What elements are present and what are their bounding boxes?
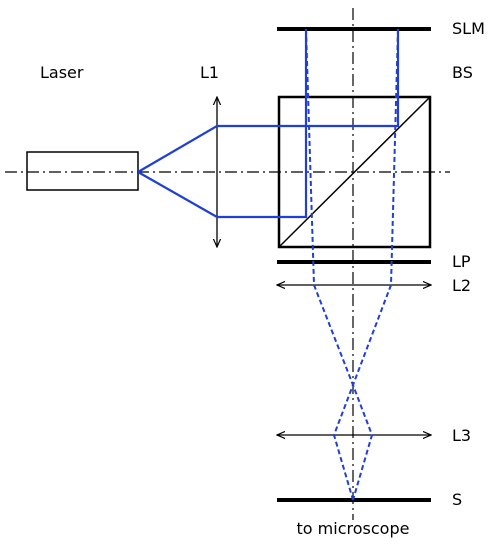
bs-label: BS — [452, 63, 473, 82]
beam-splitter-cube — [277, 95, 432, 249]
beam-splitter-diagonal — [278, 96, 431, 248]
lp-label: LP — [452, 252, 471, 271]
incident-beam — [137, 29, 400, 219]
l1-label: L1 — [200, 63, 219, 82]
slm-label: SLM — [452, 19, 485, 38]
laser-label: Laser — [40, 63, 84, 82]
output-label: to microscope — [297, 519, 410, 538]
l2-label: L2 — [452, 276, 471, 295]
laser-source — [26, 151, 139, 191]
reflected-beam — [305, 28, 399, 501]
l3-label: L3 — [452, 426, 471, 445]
s-label: S — [452, 490, 462, 509]
